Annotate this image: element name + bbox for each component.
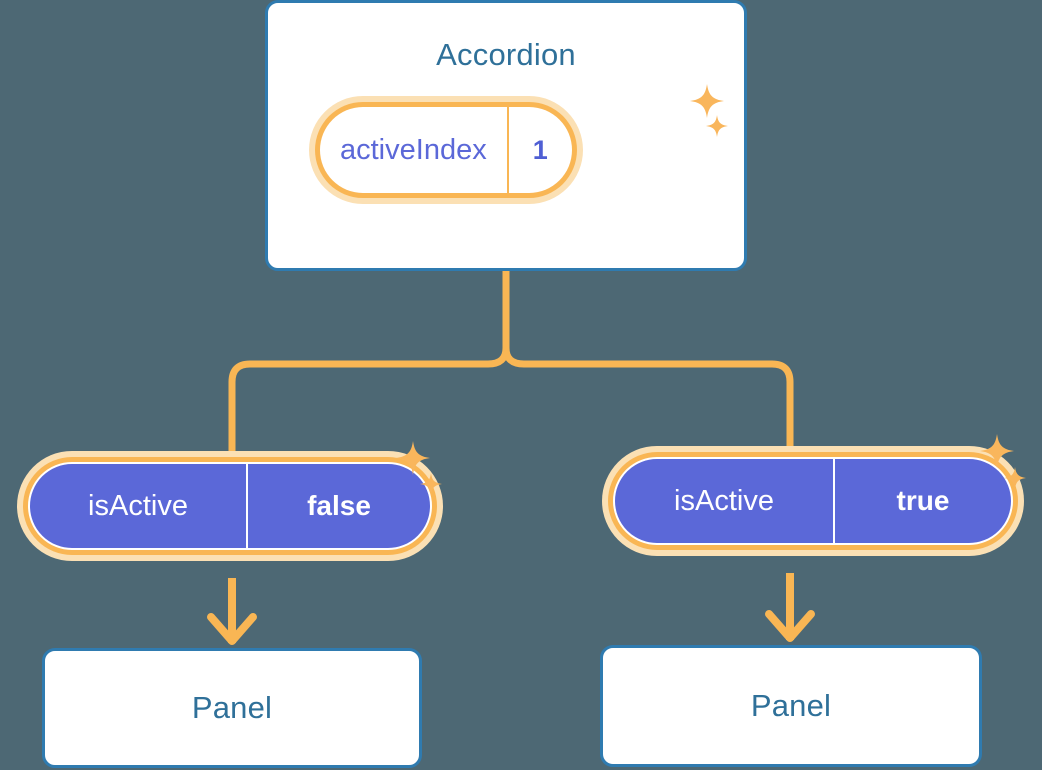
state-pill-body: activeIndex 1 xyxy=(320,107,572,193)
state-pill-ring: isActive false xyxy=(23,457,437,555)
state-pill-value: true xyxy=(833,459,1011,543)
component-card-panel-left[interactable]: Panel xyxy=(42,648,422,768)
state-pill-value: false xyxy=(246,464,430,548)
arrow-down-right xyxy=(765,573,815,642)
panel-title: Panel xyxy=(750,688,832,723)
state-pill-ring: activeIndex 1 xyxy=(315,102,577,198)
state-pill-body: isActive true xyxy=(613,457,1013,545)
state-pill-value: 1 xyxy=(506,107,572,193)
state-pill-key: isActive xyxy=(88,489,188,522)
state-pill-is-active-true[interactable]: isActive true xyxy=(602,446,1024,556)
state-pill-key: isActive xyxy=(674,484,774,517)
accordion-title: Accordion xyxy=(436,37,576,72)
state-pill-halo: isActive true xyxy=(602,446,1024,556)
state-pill-is-active-false[interactable]: isActive false xyxy=(17,451,443,561)
state-pill-halo: isActive false xyxy=(17,451,443,561)
arrow-down-left xyxy=(207,578,257,645)
state-pill-active-index[interactable]: activeIndex 1 xyxy=(309,96,583,204)
connector-split-bus xyxy=(228,344,794,459)
panel-title: Panel xyxy=(191,690,273,725)
state-pill-halo: activeIndex 1 xyxy=(309,96,583,204)
component-card-panel-right[interactable]: Panel xyxy=(600,645,982,767)
state-pill-ring: isActive true xyxy=(608,452,1018,550)
state-pill-body: isActive false xyxy=(28,462,432,550)
state-pill-key: activeIndex xyxy=(340,133,487,166)
